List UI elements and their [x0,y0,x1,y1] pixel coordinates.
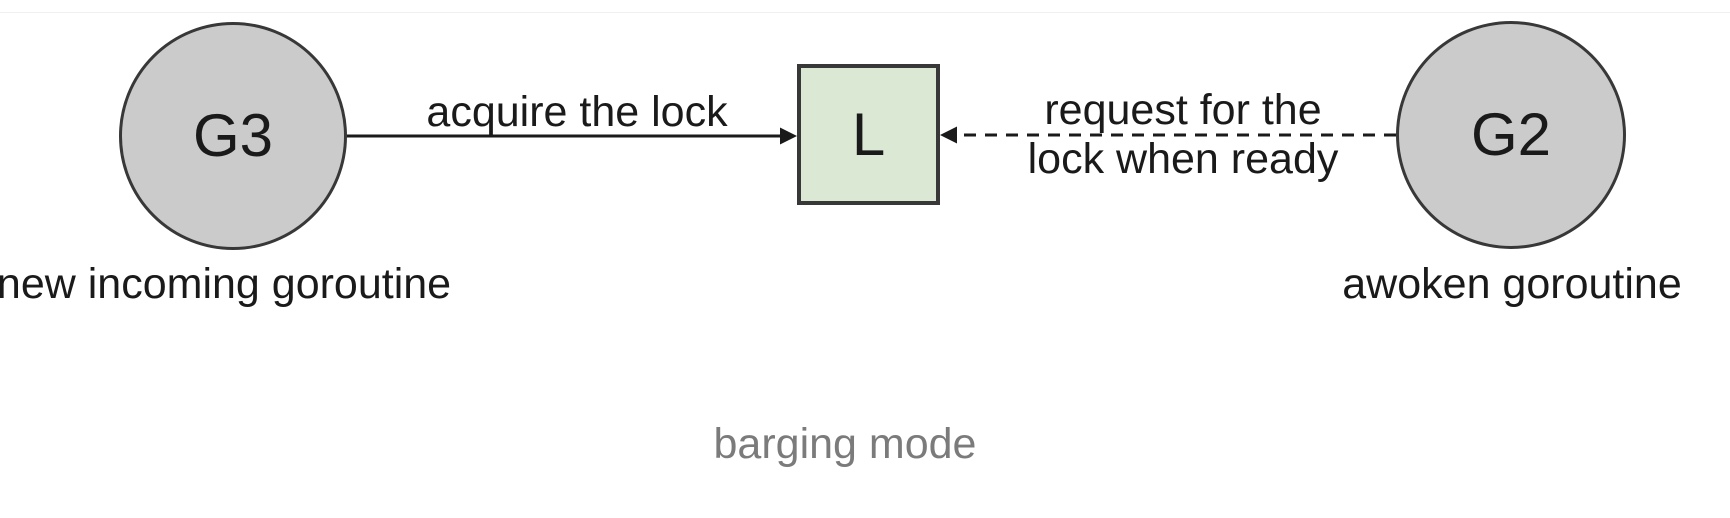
acquire-lock-edge-label: acquire the lock [426,88,728,136]
request-lock-edge-label-line2: lock when ready [1027,135,1339,183]
node-g3-label: G3 [192,102,274,169]
window-top-edge-divider [0,12,1730,13]
arrowhead-right-icon [780,127,797,145]
node-g2-caption: awoken goroutine [1342,260,1682,308]
diagram-title: barging mode [713,420,977,468]
node-g3-caption: new incoming goroutine [0,260,452,308]
node-g2-label: G2 [1470,101,1552,168]
node-lock-label: L [851,100,886,168]
node-g2-circle: G2 [1396,21,1626,249]
request-lock-edge-label: request for the lock when ready [1028,86,1339,184]
arrowhead-left-icon [940,126,957,144]
request-lock-edge-label-line1: request for the [1044,86,1322,134]
node-lock-box: L [797,64,940,205]
node-g3-circle: G3 [119,22,347,250]
